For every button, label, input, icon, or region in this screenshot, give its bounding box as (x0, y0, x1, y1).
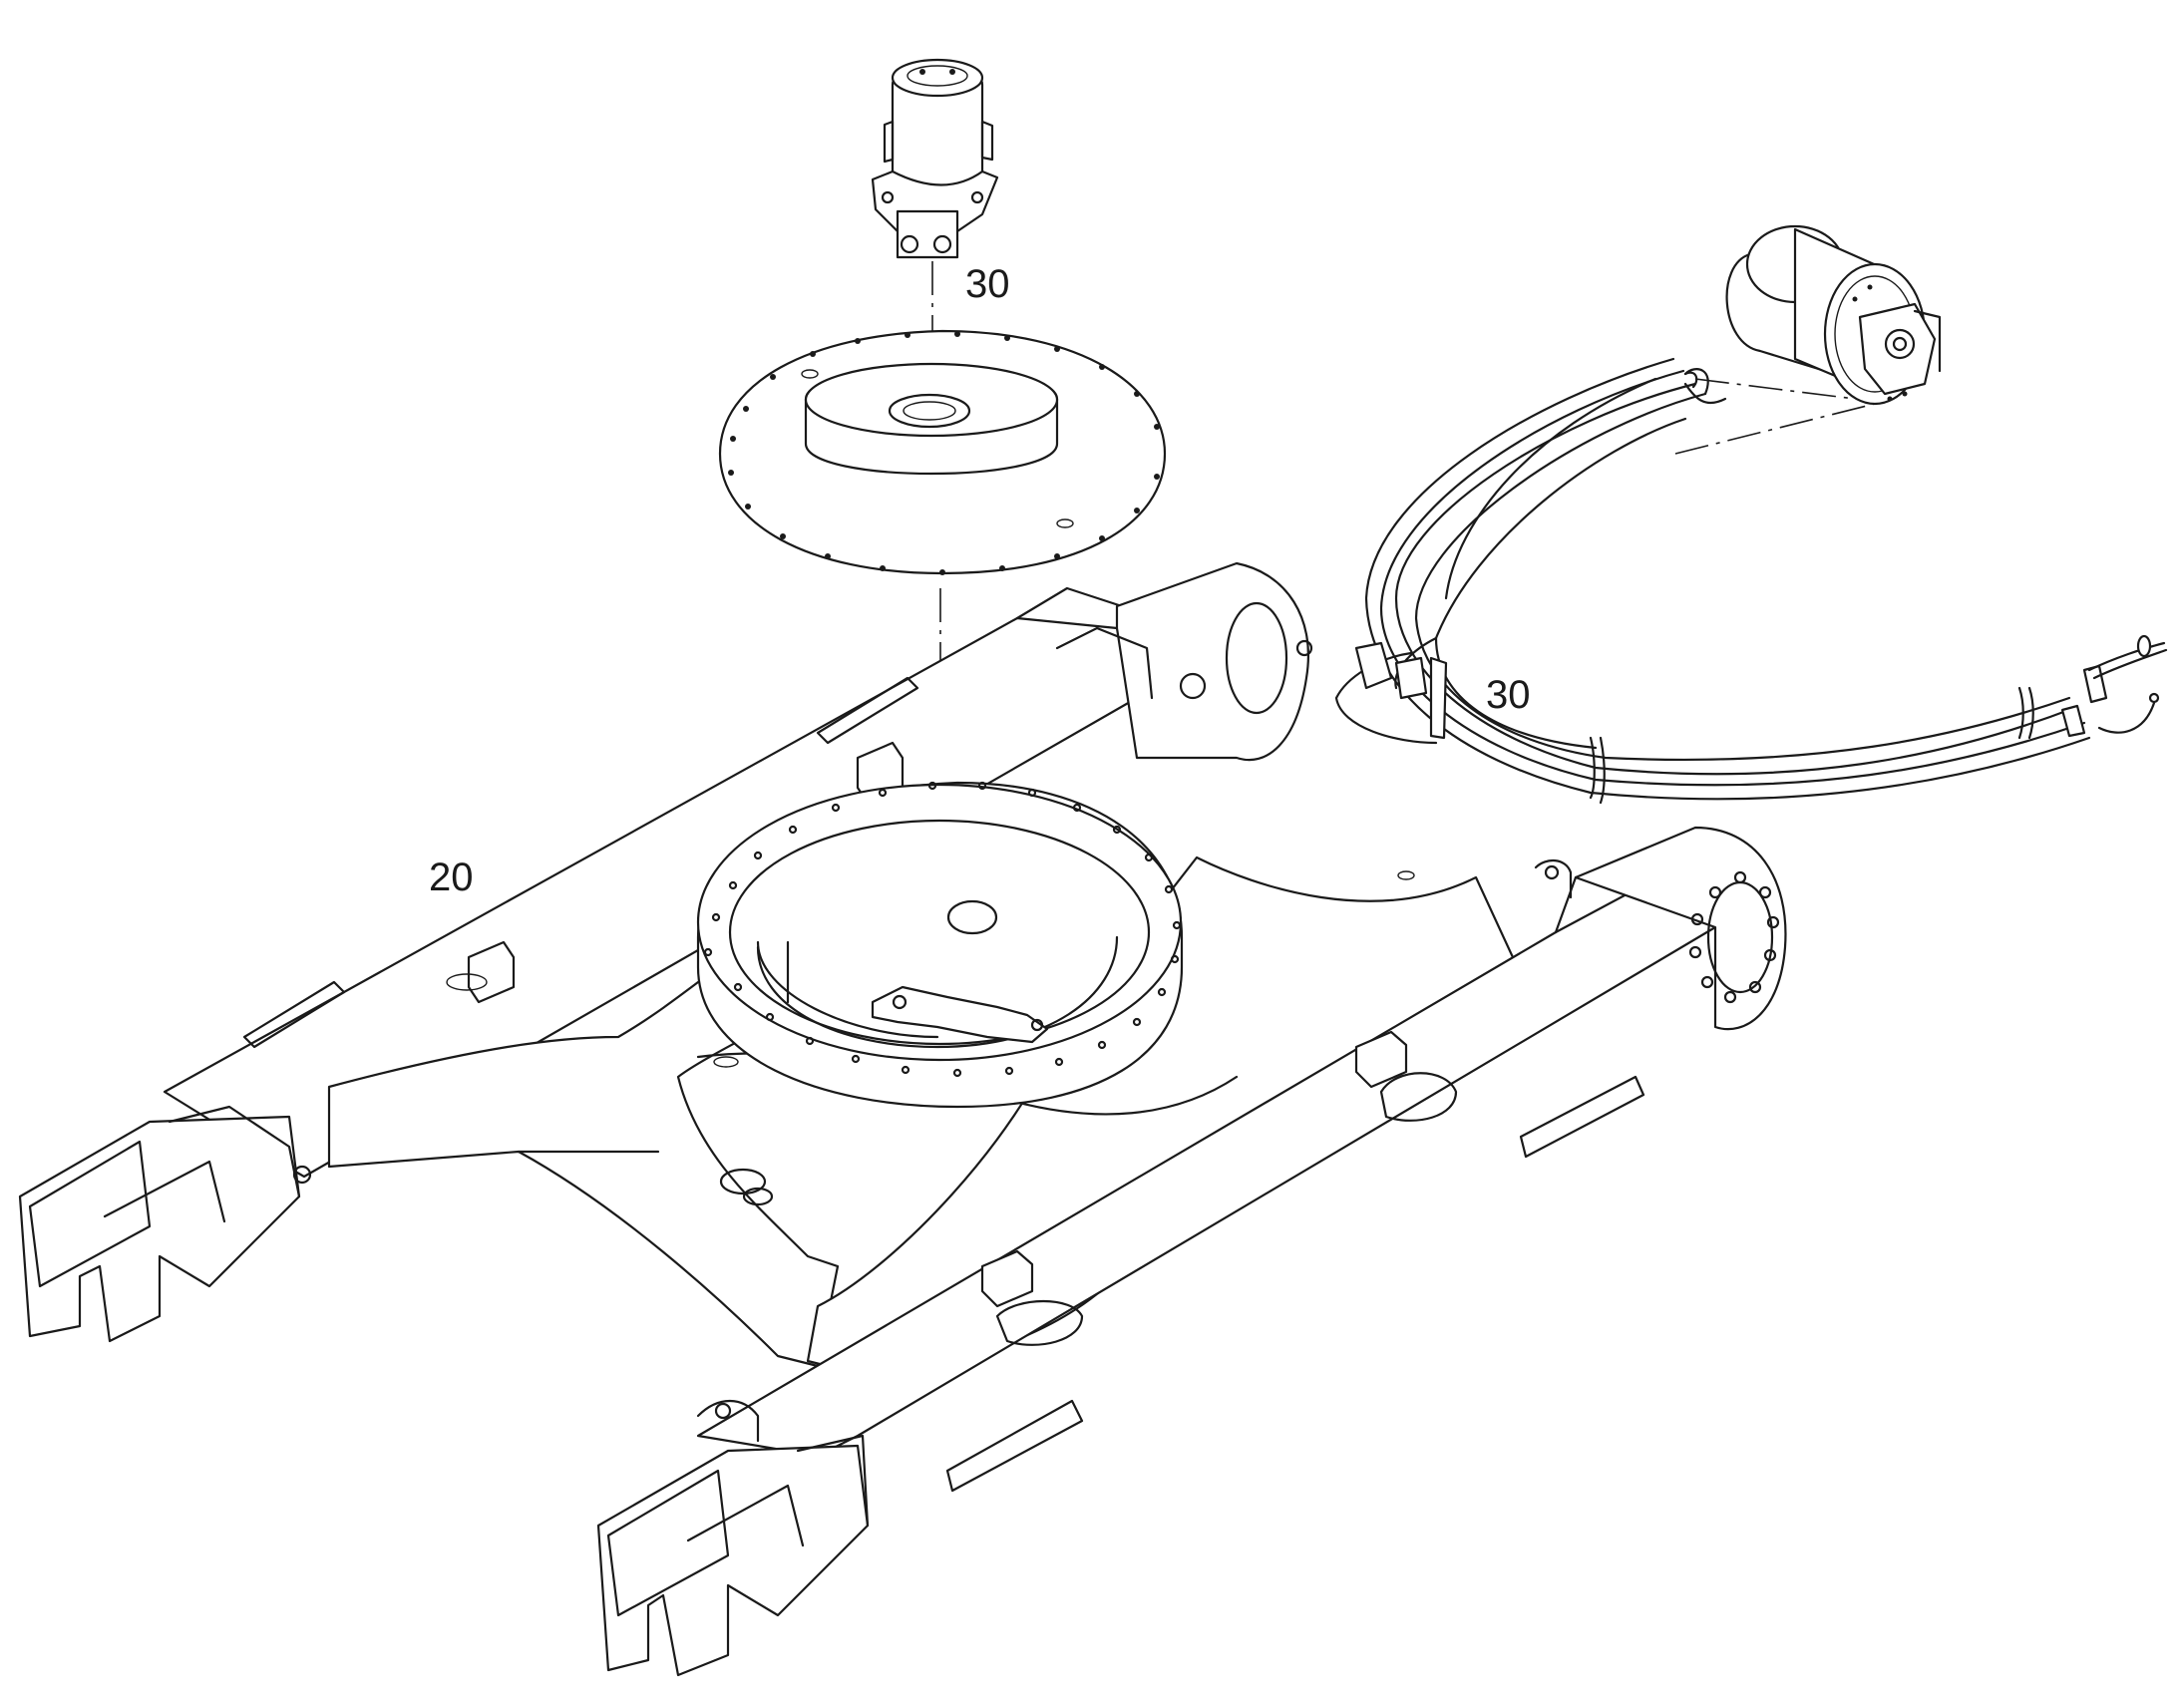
callout-30-swivel: 30 (965, 262, 1010, 306)
callout-30-hoses: 30 (1486, 673, 1531, 717)
hydraulic-hose-bundle (1334, 357, 2168, 805)
cover-plate (718, 329, 1167, 575)
slewing-ring-bolt-holes (703, 781, 1182, 1078)
callout-20-frame: 20 (429, 855, 474, 899)
rotary-swivel-joint (871, 58, 999, 259)
idler-bolt-circle (1688, 870, 1780, 1004)
travel-motor (1725, 224, 1942, 406)
cover-bolt-ring (728, 331, 1160, 575)
undercarriage-frame (18, 561, 1787, 1677)
